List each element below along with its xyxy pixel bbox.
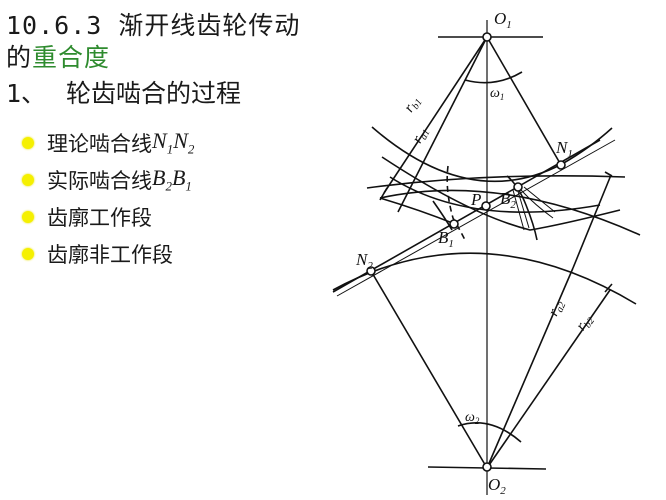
bullet-item-nonworking-profile: 齿廓非工作段 <box>22 235 194 272</box>
point-n2 <box>366 266 376 276</box>
point-p <box>481 201 491 211</box>
label-b1: B1 <box>438 228 454 250</box>
label-ra1: ra1 <box>409 125 432 147</box>
label-p: P <box>470 190 481 209</box>
tooth-profile-b1 <box>432 200 453 231</box>
section-number: 1、 <box>6 79 47 108</box>
label-o2: O2 <box>488 475 506 497</box>
title-line-1: 10.6.3 渐开线齿轮传动 <box>6 11 301 40</box>
bullet-text: 实际啮合线 <box>47 168 152 193</box>
line-of-action-tangent <box>336 139 616 297</box>
tooth-profile-b2 <box>506 175 538 241</box>
gear2-lower-arc <box>379 197 456 225</box>
omega2-arrow-arc <box>457 422 522 443</box>
point-o2 <box>482 462 492 472</box>
bullet-math: B2B1 <box>152 164 192 194</box>
dashed-tooth-profile <box>446 165 466 241</box>
base-circle-2 <box>332 252 637 305</box>
rb2-arrow-icon <box>604 283 613 293</box>
label-o1: O1 <box>494 9 512 31</box>
title-line-2: 的重合度 <box>6 42 300 74</box>
label-n2: N2 <box>355 250 373 272</box>
bullet-item-actual-line: 实际啮合线 B2B1 <box>22 161 194 198</box>
tooth-hatch-2 <box>520 186 556 219</box>
o2-n2-line <box>370 270 488 469</box>
bullet-list: 理论啮合线 N1N2 实际啮合线 B2B1 齿廓工作段 齿廓非工作段 <box>22 124 194 272</box>
point-o1 <box>482 32 492 42</box>
label-b2: B2 <box>500 189 516 211</box>
title-highlight: 重合度 <box>32 43 111 72</box>
bullet-item-working-profile: 齿廓工作段 <box>22 198 194 235</box>
slide-title: 10.6.3 渐开线齿轮传动 的重合度 <box>6 10 300 74</box>
title-prefix: 的 <box>6 43 33 72</box>
omega1-arrow-arc <box>464 71 523 84</box>
ra2-arrow-icon <box>604 171 613 177</box>
bullet-item-theoretical-line: 理论啮合线 N1N2 <box>22 124 194 161</box>
point-b2 <box>513 182 523 192</box>
label-rb1: rb1 <box>401 93 425 116</box>
bullet-dot-icon <box>22 210 34 223</box>
point-b1 <box>449 219 459 229</box>
bullet-text: 齿廓工作段 <box>47 205 152 230</box>
label-omega1: ω1 <box>490 86 504 102</box>
bullet-text: 理论啮合线 <box>47 131 152 156</box>
radius-rb1-line <box>383 36 488 194</box>
label-ra2: ra2 <box>545 298 568 320</box>
label-n1: N1 <box>555 138 573 160</box>
bullet-dot-icon <box>22 247 34 260</box>
bullet-text: 齿廓非工作段 <box>47 242 173 267</box>
addendum-circle-1 <box>366 175 626 189</box>
radius-rb2-line <box>486 289 611 469</box>
label-omega2: ω2 <box>465 410 480 426</box>
bullet-dot-icon <box>22 136 34 149</box>
addendum-circle-2-left <box>381 156 621 231</box>
tooth-hatch-1 <box>512 187 530 231</box>
bullet-math: N1N2 <box>152 127 195 157</box>
radius-ra1-line <box>397 36 488 213</box>
radius-ra2-ext <box>572 174 612 269</box>
rb1-arrow-icon <box>379 187 388 201</box>
section-label: 轮齿啮合的过程 <box>66 79 242 108</box>
radius-ra2-line <box>486 267 574 469</box>
section-heading: 1、轮齿啮合的过程 <box>6 78 241 110</box>
line-of-action <box>332 139 601 293</box>
point-n1 <box>556 160 566 170</box>
o1-n1-line <box>486 36 562 166</box>
bullet-dot-icon <box>22 173 34 186</box>
